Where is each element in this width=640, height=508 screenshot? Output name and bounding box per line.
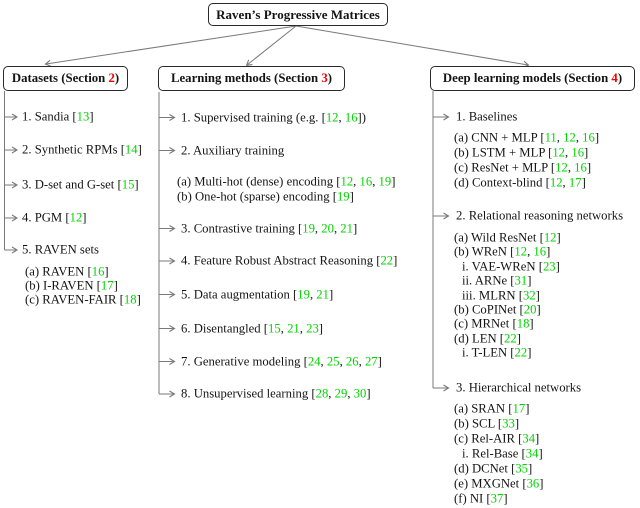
node-datasets-title: Datasets (Section 2) <box>11 71 120 85</box>
tree-item: (a) Multi-hot (dense) encoding [12, 16, … <box>177 174 396 189</box>
tree-item: 3. D-set and G-set [15] <box>22 177 139 192</box>
connector-arrow <box>245 25 297 66</box>
tree-item: (b) WReN [12, 16] <box>454 244 551 259</box>
root-node: Raven’s Progressive Matrices <box>208 3 388 26</box>
tree-item: 7. Generative modeling [24, 25, 26, 27] <box>181 354 382 369</box>
tree-item: (d) Context-blind [12, 17] <box>454 175 586 190</box>
tree-item: (b) LSTM + MLP [12, 16] <box>454 145 589 160</box>
tree-item: (c) Rel-AIR [34] <box>454 431 540 446</box>
tree-item: (b) SCL [33] <box>454 416 520 431</box>
node-learning-methods-title: Learning methods (Section 3) <box>170 71 333 85</box>
tree-item: 1. Baselines <box>456 109 518 124</box>
tree-item: 1. Supervised training (e.g. [12, 16]) <box>181 110 366 125</box>
tree-item: 5. Data augmentation [19, 21] <box>181 287 334 302</box>
connector-arrow <box>295 25 530 68</box>
tree-item: 2. Auxiliary training <box>181 143 285 158</box>
tree-item: 8. Unsupervised learning [28, 29, 30] <box>181 386 371 401</box>
tree-item: 4. PGM [12] <box>22 210 87 225</box>
tree-item: 5. RAVEN sets <box>22 242 99 257</box>
tree-item: i. Rel-Base [34] <box>462 446 543 461</box>
tree-item: (c) RAVEN-FAIR [18] <box>25 292 141 307</box>
node-learning-methods: Learning methods (Section 3) <box>158 66 345 91</box>
node-datasets: Datasets (Section 2) <box>3 66 128 91</box>
tree-item: (e) MXGNet [36] <box>454 476 544 491</box>
tree-item: (b) I-RAVEN [17] <box>25 278 118 293</box>
tree-item: 2. Relational reasoning networks <box>456 208 624 223</box>
tree-item: (d) LEN [22] <box>454 331 521 346</box>
tree-item: (a) RAVEN [16] <box>25 264 109 279</box>
tree-item: 3. Hierarchical networks <box>456 380 582 395</box>
tree-item: iii. MLRN [32] <box>462 288 540 303</box>
root-title: Raven’s Progressive Matrices <box>216 6 380 22</box>
tree-item: (c) MRNet [18] <box>454 316 534 331</box>
tree-item: 6. Disentangled [15, 21, 23] <box>181 321 324 336</box>
tree-item: (b) One-hot (sparse) encoding [19] <box>177 189 354 204</box>
tree-item: (c) ResNet + MLP [12, 16] <box>454 160 592 175</box>
tree-item: (a) CNN + MLP [11, 12, 16] <box>454 130 600 145</box>
tree-item: (b) CoPINet [20] <box>454 302 541 317</box>
tree-item: (a) SRAN [17] <box>454 401 530 416</box>
connector-arrow <box>44 25 297 67</box>
node-deep-learning-models-title: Deep learning models (Section 4) <box>442 71 623 85</box>
tree-item: 4. Feature Robust Abstract Reasoning [22… <box>181 253 398 268</box>
tree-item: i. T-LEN [22] <box>462 345 532 360</box>
tree-item: i. VAE-WReN [23] <box>462 259 560 274</box>
tree-item: (f) NI [37] <box>454 491 508 506</box>
tree-item: 3. Contrastive training [19, 20, 21] <box>181 221 358 236</box>
tree-item: ii. ARNe [31] <box>462 273 532 288</box>
tree-item: 2. Synthetic RPMs [14] <box>22 142 142 157</box>
node-deep-learning-models: Deep learning models (Section 4) <box>430 66 635 91</box>
tree-item: (d) DCNet [35] <box>454 461 533 476</box>
tree-item: 1. Sandia [13] <box>22 109 94 124</box>
tree-item: (a) Wild ResNet [12] <box>454 230 561 245</box>
